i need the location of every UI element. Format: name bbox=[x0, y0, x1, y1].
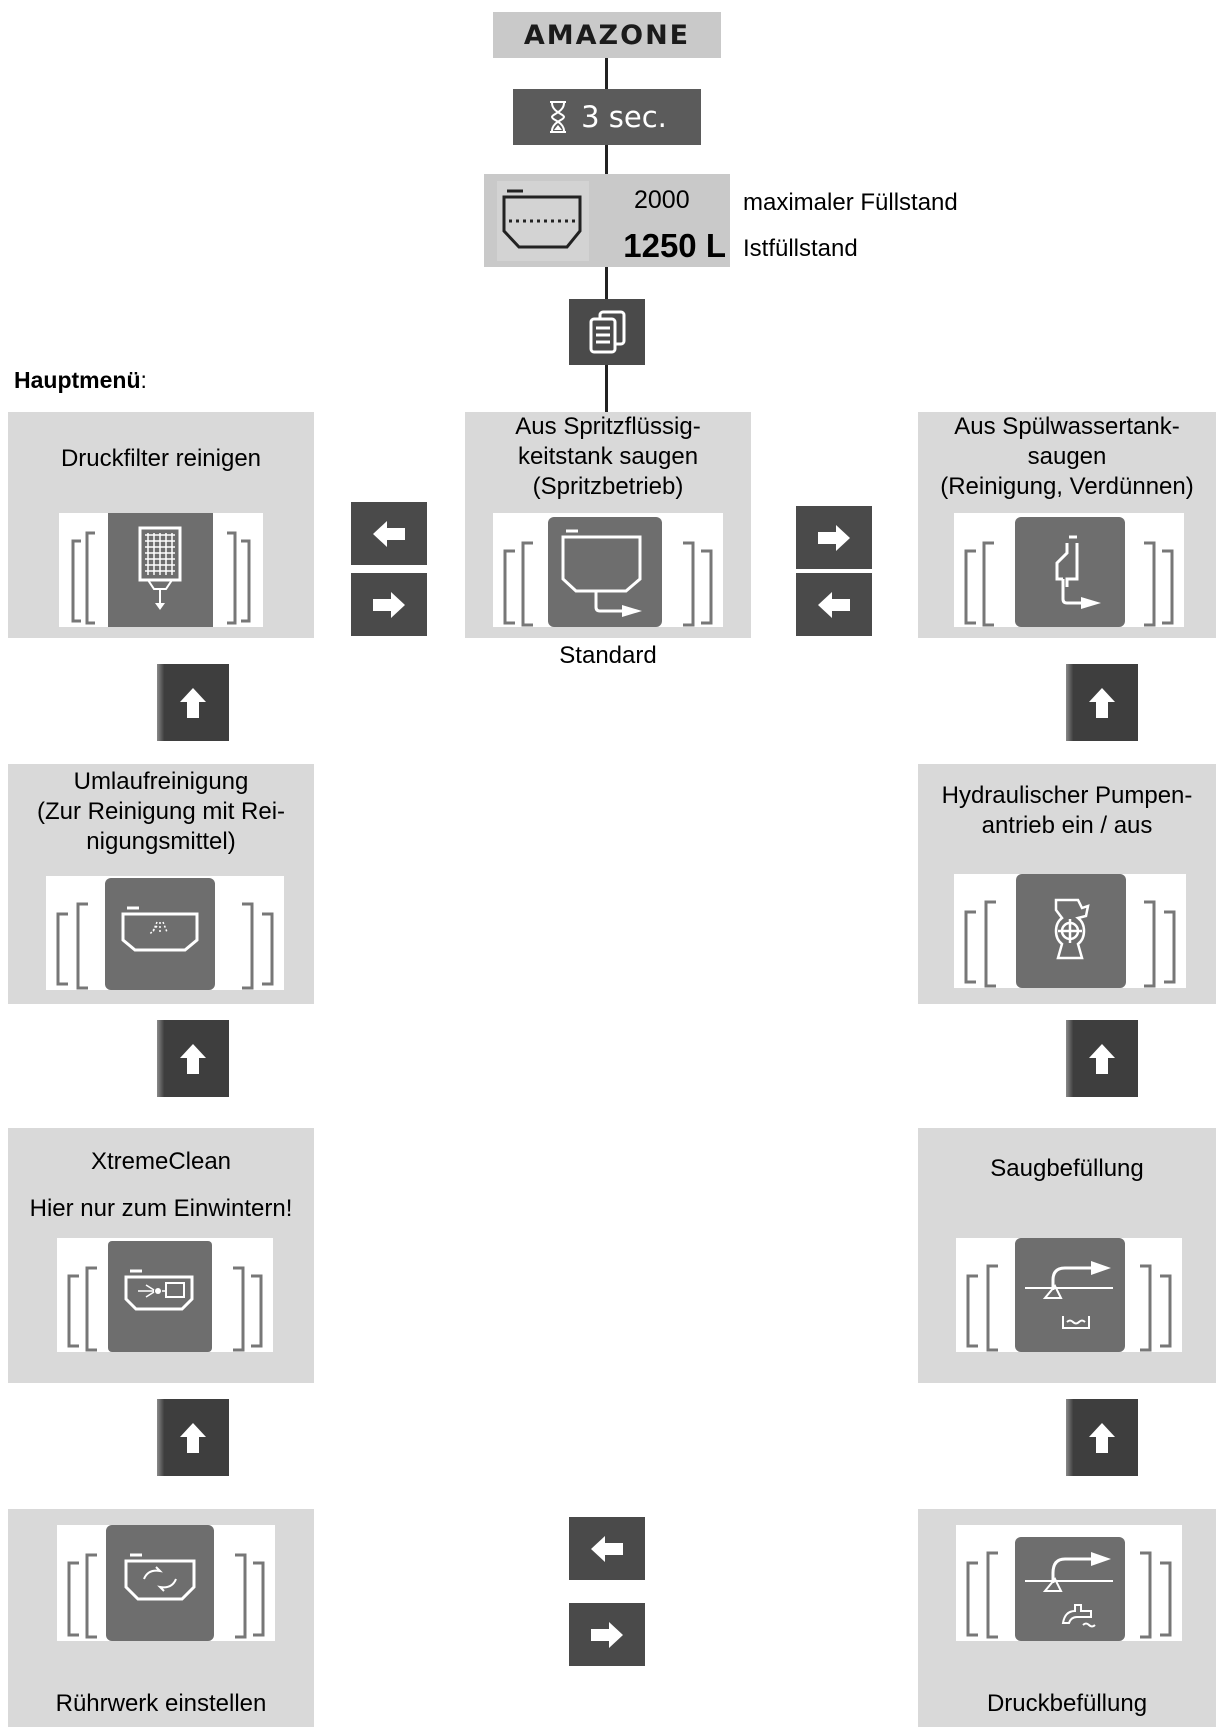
panel-spuelwasser[interactable]: Aus Spülwassertank- saugen (Reinigung, V… bbox=[918, 412, 1216, 638]
arrow-up-button[interactable] bbox=[1066, 1399, 1138, 1476]
panel-line-2: (Zur Reinigung mit Rei- bbox=[36, 798, 286, 825]
bracket-frame bbox=[503, 541, 713, 627]
panel-pumpenantrieb[interactable]: Hydraulischer Pumpen- antrieb ein / aus bbox=[918, 764, 1216, 1004]
tank-icon-area bbox=[497, 181, 589, 261]
bracket-frame bbox=[67, 1266, 263, 1352]
panel-druckfilter[interactable]: Druckfilter reinigen bbox=[8, 412, 314, 638]
arrow-up-button[interactable] bbox=[157, 664, 229, 741]
suction-filling-icon bbox=[1015, 1238, 1125, 1352]
bracket-frame bbox=[964, 900, 1176, 988]
arrow-right-button[interactable] bbox=[569, 1603, 645, 1666]
amazone-logo: AMAZONE bbox=[493, 12, 721, 58]
arrow-right-icon bbox=[373, 591, 405, 618]
panel-saugbefuellung[interactable]: Saugbefüllung bbox=[918, 1128, 1216, 1383]
panel-line-2: Hier nur zum Einwintern! bbox=[29, 1195, 293, 1222]
panel-line-1: XtremeClean bbox=[90, 1148, 232, 1175]
fill-level-display: 2000 1250 L bbox=[484, 174, 730, 267]
max-fill-value: 2000 bbox=[634, 186, 690, 214]
arrow-up-icon bbox=[1089, 687, 1115, 718]
arrow-right-icon bbox=[591, 1621, 623, 1648]
panel-ruehrwerk[interactable]: Rührwerk einstellen bbox=[8, 1509, 314, 1727]
panel-caption: Rührwerk einstellen bbox=[55, 1690, 267, 1717]
arrow-up-button[interactable] bbox=[157, 1020, 229, 1097]
connector-line bbox=[605, 365, 608, 412]
arrow-left-button[interactable] bbox=[796, 573, 872, 636]
panel-caption-standard: Standard bbox=[559, 642, 657, 669]
panel-druckbefuellung[interactable]: Druckbefüllung bbox=[918, 1509, 1216, 1727]
arrow-right-button[interactable] bbox=[796, 506, 872, 569]
arrow-left-button[interactable] bbox=[569, 1517, 645, 1580]
tank-icon bbox=[502, 189, 582, 249]
timer-label: 3 sec. bbox=[581, 100, 667, 134]
agitator-icon bbox=[106, 1525, 214, 1641]
panel-line-2: keitstank saugen bbox=[517, 443, 699, 470]
panel-caption: Druckbefüllung bbox=[986, 1690, 1148, 1717]
hourglass-icon bbox=[550, 101, 567, 133]
arrow-left-icon bbox=[818, 591, 850, 618]
arrow-up-button[interactable] bbox=[157, 1399, 229, 1476]
bracket-frame bbox=[964, 541, 1174, 627]
arrow-right-icon bbox=[818, 524, 850, 551]
pressure-filter-icon bbox=[108, 513, 213, 627]
current-fill-value: 1250 L bbox=[623, 227, 726, 264]
arrow-up-button[interactable] bbox=[1066, 664, 1138, 741]
panel-spritzbetrieb[interactable]: Aus Spritzflüssig- keitstank saugen (Spr… bbox=[465, 412, 751, 638]
max-fill-label: maximaler Füllstand bbox=[743, 189, 958, 216]
spray-tank-suction-icon bbox=[548, 517, 662, 627]
connector-line bbox=[605, 58, 608, 89]
hydraulic-pump-icon bbox=[1016, 874, 1126, 988]
panel-line-3: nigungsmittel) bbox=[86, 828, 236, 855]
arrow-left-icon bbox=[373, 520, 405, 547]
bracket-frame bbox=[56, 902, 274, 990]
circulation-cleaning-icon bbox=[105, 878, 215, 990]
pressure-filling-icon bbox=[1015, 1537, 1125, 1641]
bracket-frame bbox=[966, 1551, 1172, 1639]
panel-line-1: Aus Spülwassertank- bbox=[954, 413, 1180, 440]
arrow-up-icon bbox=[180, 687, 206, 718]
arrow-up-button[interactable] bbox=[1066, 1020, 1138, 1097]
arrow-up-icon bbox=[180, 1422, 206, 1453]
bracket-frame bbox=[71, 531, 251, 625]
panel-line-3: (Spritzbetrieb) bbox=[532, 473, 684, 500]
arrow-right-button[interactable] bbox=[351, 573, 427, 636]
document-list-icon bbox=[589, 310, 626, 354]
bracket-frame bbox=[67, 1553, 265, 1639]
xtremeclean-icon bbox=[108, 1241, 212, 1352]
panel-umlaufreinigung[interactable]: Umlaufreinigung (Zur Reinigung mit Rei- … bbox=[8, 764, 314, 1004]
flush-tank-suction-icon bbox=[1015, 517, 1125, 627]
panel-line-1: Hydraulischer Pumpen- bbox=[941, 782, 1193, 809]
main-menu-heading: Hauptmenü: bbox=[14, 367, 147, 393]
panel-line-3: (Reinigung, Verdünnen) bbox=[940, 473, 1194, 500]
connector-line bbox=[605, 267, 608, 299]
connector-line bbox=[605, 145, 608, 174]
panel-line-1: Umlaufreinigung bbox=[73, 768, 249, 795]
arrow-up-icon bbox=[180, 1043, 206, 1074]
current-fill-label: Istfüllstand bbox=[743, 235, 858, 262]
timer-display: 3 sec. bbox=[513, 89, 701, 145]
panel-line-1: Aus Spritzflüssig- bbox=[515, 413, 701, 440]
arrow-up-icon bbox=[1089, 1043, 1115, 1074]
arrow-left-icon bbox=[591, 1535, 623, 1562]
arrow-up-icon bbox=[1089, 1422, 1115, 1453]
panel-title: Druckfilter reinigen bbox=[60, 445, 262, 472]
panel-line-2: antrieb ein / aus bbox=[981, 812, 1153, 839]
panel-title: Saugbefüllung bbox=[990, 1155, 1144, 1182]
panel-line-2: saugen bbox=[1027, 443, 1107, 470]
panel-xtremeclean[interactable]: XtremeClean Hier nur zum Einwintern! bbox=[8, 1128, 314, 1383]
menu-button[interactable] bbox=[569, 299, 645, 365]
bracket-frame bbox=[966, 1264, 1172, 1352]
arrow-left-button[interactable] bbox=[351, 502, 427, 565]
